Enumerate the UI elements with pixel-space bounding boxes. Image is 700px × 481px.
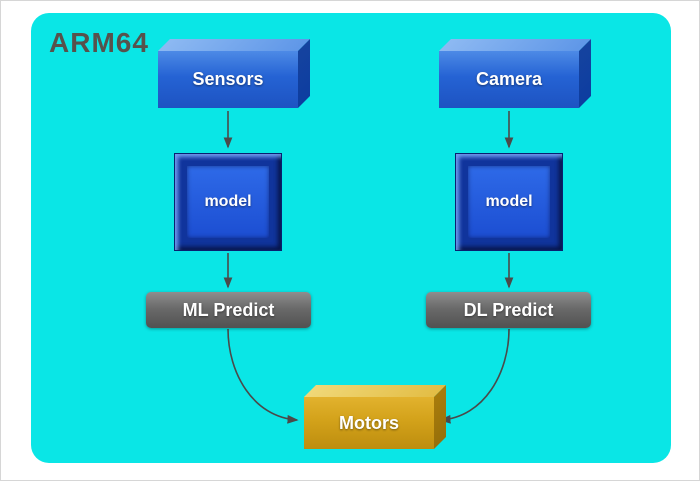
edge-ml-predict-to-motors bbox=[227, 328, 299, 424]
motors-label: Motors bbox=[339, 412, 399, 433]
ml-model-inner: model bbox=[187, 166, 269, 238]
node-dl-model: model bbox=[455, 153, 563, 251]
camera-top-face bbox=[439, 39, 591, 51]
node-ml-predict: ML Predict bbox=[146, 292, 311, 328]
node-dl-predict: DL Predict bbox=[426, 292, 591, 328]
camera-front-face: Camera bbox=[439, 51, 579, 108]
dl-predict-label: DL Predict bbox=[463, 299, 554, 320]
edge-dl-predict-to-motors bbox=[439, 328, 510, 424]
sensors-label: Sensors bbox=[192, 69, 264, 89]
ml-model-label: model bbox=[204, 193, 252, 210]
sensors-front-face: Sensors bbox=[158, 51, 298, 108]
dl-model-label: model bbox=[485, 193, 533, 210]
motors-front-face: Motors bbox=[304, 397, 434, 449]
sensors-side-face bbox=[298, 39, 310, 108]
ml-predict-label: ML Predict bbox=[182, 299, 275, 320]
platform-label: ARM64 bbox=[49, 27, 149, 58]
dl-model-inner: model bbox=[468, 166, 550, 238]
camera-label: Camera bbox=[475, 69, 543, 89]
sensors-top-face bbox=[158, 39, 310, 51]
motors-top-face bbox=[304, 385, 446, 397]
node-ml-model: model bbox=[174, 153, 282, 251]
camera-side-face bbox=[579, 39, 591, 108]
